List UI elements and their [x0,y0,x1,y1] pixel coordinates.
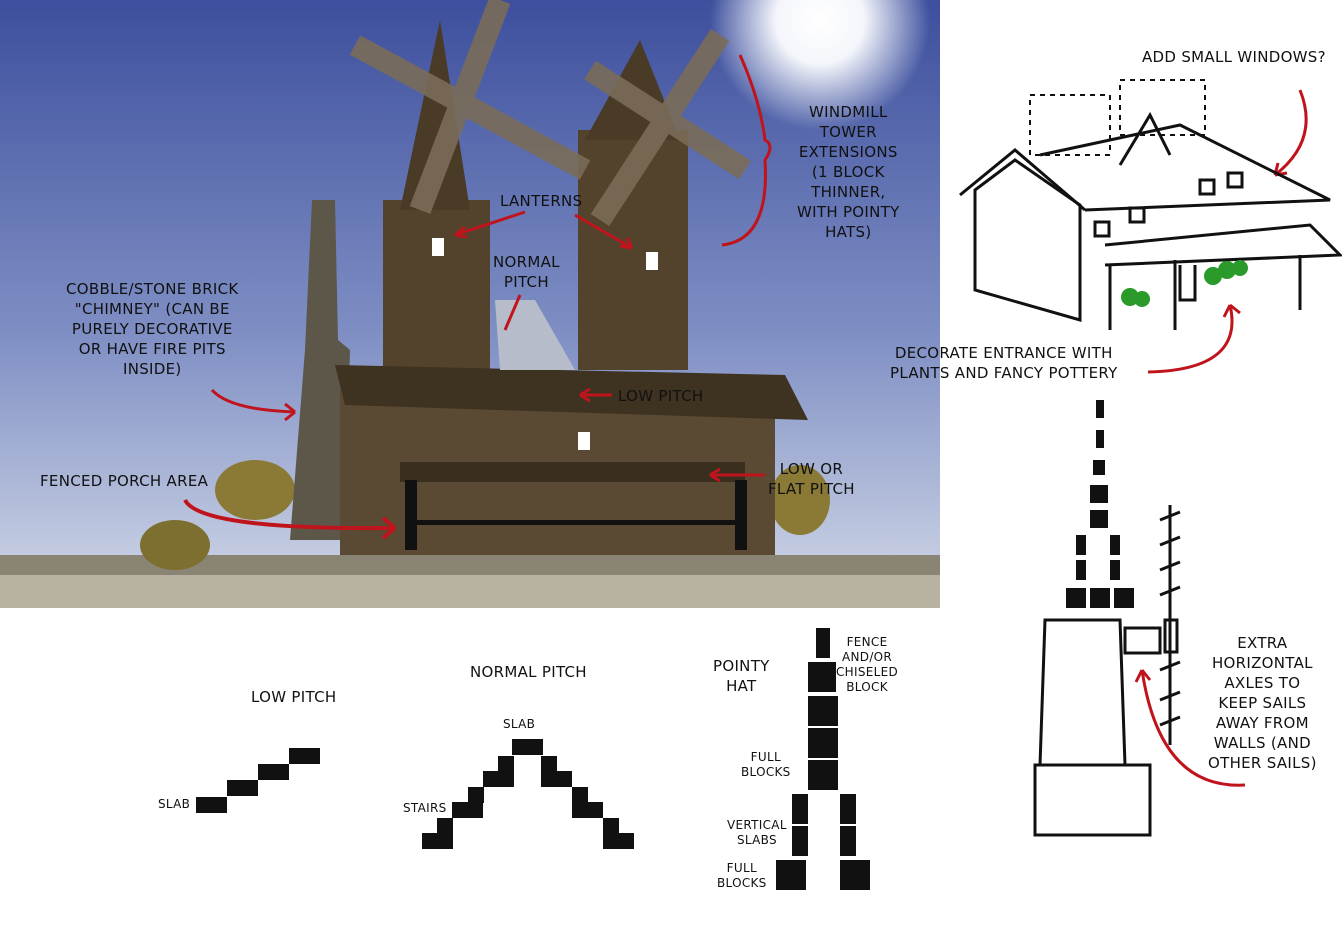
label-low-or-flat-pitch: LOW OR FLAT PITCH [768,460,855,498]
house-sketch [959,79,1342,330]
label-fenced-porch: FENCED PORCH AREA [40,472,209,490]
normal-pitch-stairs-label: STAIRS [403,801,447,815]
label-normal-pitch: NORMAL PITCH [493,253,560,291]
low-pitch-diagram [196,748,320,813]
label-chimney: COBBLE/STONE BRICK "CHIMNEY" (CAN BE PUR… [66,280,239,378]
planters [1121,260,1248,307]
pointy-hat-full-blocks-top-label: FULL BLOCKS [741,750,791,779]
pointy-hat-title: POINTY HAT [713,657,770,695]
red-arrows [183,54,1308,787]
label-entrance: DECORATE ENTRANCE WITH PLANTS AND FANCY … [890,344,1118,382]
label-lanterns: LANTERNS [500,192,583,210]
pointy-hat-diagram [776,628,870,890]
low-pitch-title: LOW PITCH [251,688,337,706]
pointy-hat-vertical-slabs-label: VERTICAL SLABS [727,818,787,847]
pointy-hat-full-blocks-bottom-label: FULL BLOCKS [717,861,767,890]
tower-sketch [1033,400,1181,837]
screenshot-photo [0,0,940,608]
label-low-pitch: LOW PITCH [618,387,704,405]
label-windmill-extensions: WINDMILL TOWER EXTENSIONS (1 BLOCK THINN… [797,103,900,241]
normal-pitch-title: NORMAL PITCH [470,663,587,681]
pointy-hat-fence-label: FENCE AND/OR CHISELED BLOCK [836,635,899,694]
low-pitch-slab-label: SLAB [158,797,191,811]
normal-pitch-slab-label: SLAB [503,717,536,731]
label-small-windows: ADD SMALL WINDOWS? [1142,48,1326,66]
label-axles: EXTRA HORIZONTAL AXLES TO KEEP SAILS AWA… [1208,634,1317,772]
normal-pitch-diagram [422,739,634,849]
